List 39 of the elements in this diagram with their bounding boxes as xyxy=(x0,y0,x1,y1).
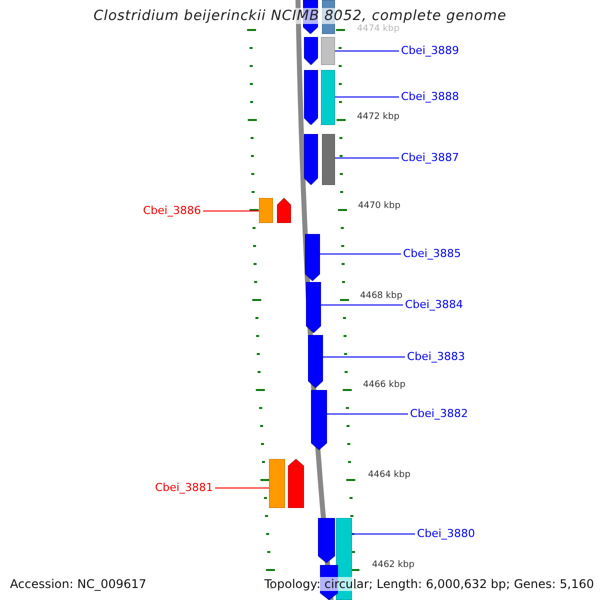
scale-label: 4464 kbp xyxy=(368,470,410,481)
gene-bar xyxy=(269,459,285,508)
scale-label: 4466 kbp xyxy=(363,380,406,391)
gene-bar xyxy=(321,70,335,125)
gene-label: Cbei_3888 xyxy=(401,90,459,103)
gene-label: Cbei_3887 xyxy=(401,151,459,164)
scale-label: 4470 kbp xyxy=(358,201,400,212)
leader-line xyxy=(334,50,400,52)
gene-bar xyxy=(308,335,323,388)
gene-bar xyxy=(306,282,321,333)
footer-text: Accession: NC_009617 xyxy=(10,577,146,591)
leader-line xyxy=(334,96,400,98)
gene-bar xyxy=(318,518,335,563)
gene-bar xyxy=(305,234,320,281)
scale-label: 4468 kbp xyxy=(360,291,402,302)
gene-bar xyxy=(321,37,335,65)
gene-label: Cbei_3889 xyxy=(401,44,459,57)
gene-bar xyxy=(304,134,318,185)
gene-label: Cbei_3886 xyxy=(143,204,201,217)
scale-label: 4474 kbp xyxy=(357,24,400,35)
gene-bar xyxy=(259,198,273,223)
footer-text: Topology: circular; Length: 6,000,632 bp; Genes: 5,160 xyxy=(264,577,594,591)
leader-line xyxy=(322,356,406,358)
scale-label: 4462 kbp xyxy=(372,560,414,571)
gene-label: Cbei_3884 xyxy=(405,298,463,311)
gene-label: Cbei_3882 xyxy=(410,407,468,420)
gene-label: Cbei_3880 xyxy=(417,527,475,540)
leader-line xyxy=(202,210,260,212)
gene-label: Cbei_3881 xyxy=(155,481,213,494)
gene-label: Cbei_3885 xyxy=(403,247,461,260)
scale-label: 4472 kbp xyxy=(357,112,400,123)
gene-bar xyxy=(322,134,335,185)
gene-bar xyxy=(304,37,318,65)
leader-line xyxy=(320,304,404,306)
gene-bar xyxy=(277,198,291,223)
gene-label: Cbei_3883 xyxy=(407,350,465,363)
gene-bar xyxy=(304,70,318,125)
gene-bar xyxy=(288,459,304,508)
gene-bar xyxy=(311,390,327,450)
